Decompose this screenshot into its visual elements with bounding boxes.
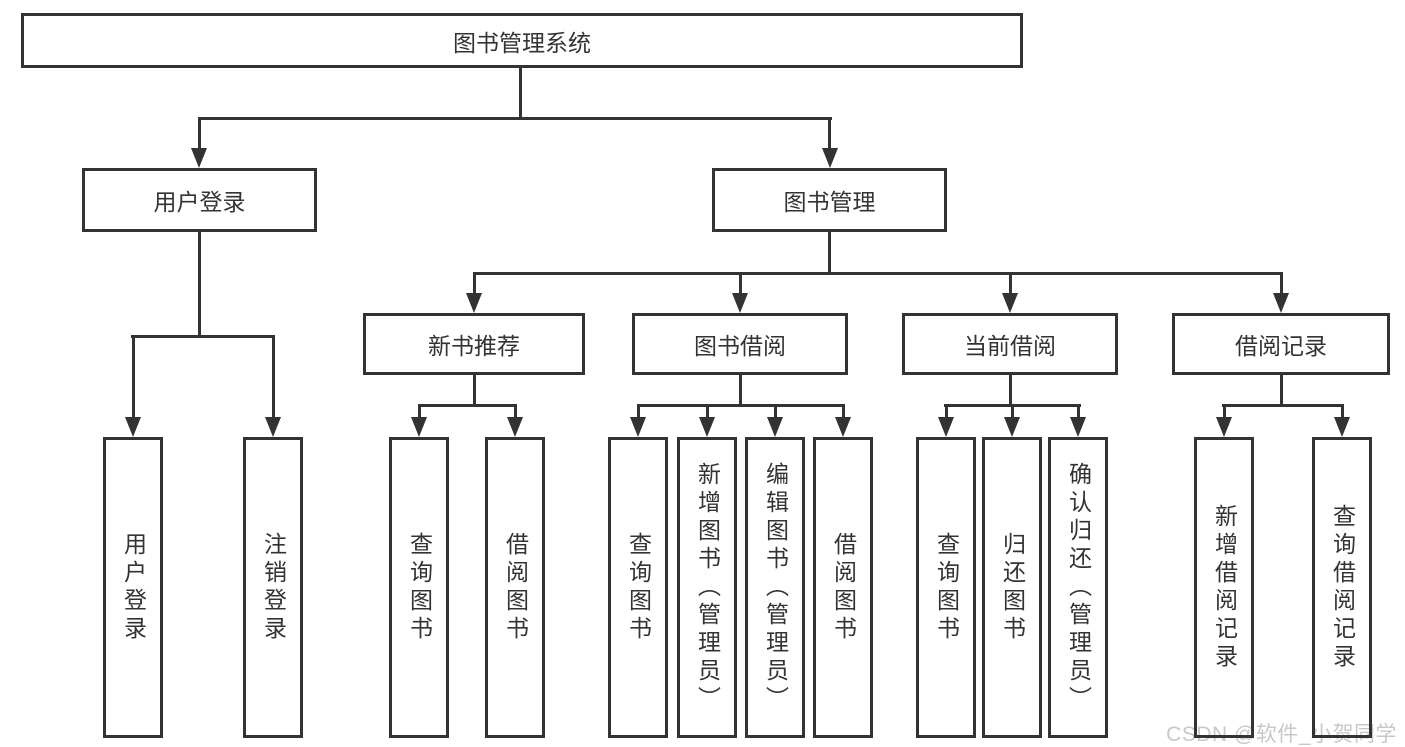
arrowhead: [699, 417, 715, 437]
connector-line: [637, 404, 845, 407]
leaf-add-books-admin: 新增图书（管理员）: [677, 437, 737, 738]
arrowhead: [835, 417, 851, 437]
connector-line: [131, 335, 275, 338]
node-new-book-recommendation: 新书推荐: [363, 313, 585, 375]
arrowhead: [1070, 417, 1086, 437]
leaf-borrow-books-recommend: 借阅图书: [485, 437, 545, 738]
node-label: 查询图书: [406, 531, 433, 644]
connector-line: [706, 404, 709, 419]
connector-line: [418, 404, 517, 407]
node-label: 编辑图书（管理员）: [762, 461, 789, 714]
connector-line: [473, 375, 476, 407]
arrowhead: [1273, 293, 1289, 313]
arrowhead: [507, 417, 523, 437]
connector-line: [1222, 404, 1344, 407]
node-label: 注销登录: [260, 531, 287, 644]
connector-line: [828, 117, 831, 150]
node-borrowing-records: 借阅记录: [1172, 313, 1390, 375]
node-label: 借阅图书: [502, 531, 529, 644]
connector-line: [473, 272, 476, 296]
arrowhead: [191, 148, 207, 168]
arrowhead: [938, 417, 954, 437]
arrowhead: [630, 417, 646, 437]
arrowhead: [767, 417, 783, 437]
arrowhead: [732, 293, 748, 313]
connector-line: [272, 335, 275, 419]
leaf-add-borrow-record: 新增借阅记录: [1194, 437, 1254, 738]
arrowhead: [1002, 293, 1018, 313]
node-label: 当前借阅: [964, 333, 1056, 359]
connector-line: [1011, 404, 1014, 419]
connector-line: [1341, 404, 1344, 419]
arrowhead: [1334, 417, 1350, 437]
connector-line: [132, 335, 135, 419]
leaf-edit-books-admin: 编辑图书（管理员）: [745, 437, 805, 738]
node-label: 新增借阅记录: [1211, 503, 1238, 672]
node-label: 确认归还（管理员）: [1065, 461, 1092, 714]
connector-line: [637, 404, 640, 419]
leaf-user-login: 用户登录: [103, 437, 163, 738]
leaf-logout: 注销登录: [243, 437, 303, 738]
node-book-borrowing: 图书借阅: [632, 313, 848, 375]
leaf-query-borrow-record: 查询借阅记录: [1312, 437, 1372, 738]
connector-line: [473, 272, 1282, 275]
connector-line: [1223, 404, 1226, 419]
connector-line: [1280, 272, 1283, 296]
csdn-watermark: CSDN @软件_小贺同学: [1166, 723, 1397, 746]
arrowhead: [1004, 417, 1020, 437]
node-label: 图书管理: [783, 189, 876, 215]
connector-line: [739, 375, 742, 407]
node-label: 查询借阅记录: [1329, 503, 1356, 672]
arrowhead: [125, 417, 141, 437]
connector-line: [418, 404, 421, 419]
connector-line: [774, 404, 777, 419]
connector-line: [1009, 272, 1012, 296]
connector-line: [519, 68, 522, 120]
node-label: 查询图书: [933, 531, 960, 644]
connector-line: [1077, 404, 1080, 419]
connector-line: [198, 117, 201, 150]
connector-line: [198, 232, 201, 338]
arrowhead: [265, 417, 281, 437]
node-library-management-system: 图书管理系统: [21, 13, 1023, 68]
arrowhead: [822, 148, 838, 168]
node-label: 图书管理系统: [453, 29, 591, 56]
arrowhead: [466, 293, 482, 313]
connector-line: [1280, 375, 1283, 407]
leaf-borrow-books: 借阅图书: [813, 437, 873, 738]
connector-line: [198, 117, 832, 120]
leaf-query-books-borrow: 查询图书: [608, 437, 668, 738]
node-label: 用户登录: [120, 531, 147, 644]
leaf-query-books-recommend: 查询图书: [389, 437, 449, 738]
node-book-management: 图书管理: [712, 168, 947, 232]
node-label: 归还图书: [999, 531, 1026, 644]
node-label: 借阅记录: [1235, 333, 1327, 359]
connector-line: [739, 272, 742, 296]
node-user-login: 用户登录: [82, 168, 317, 232]
leaf-confirm-return-admin: 确认归还（管理员）: [1048, 437, 1108, 738]
connector-line: [828, 232, 831, 275]
connector-line: [514, 404, 517, 419]
leaf-return-books: 归还图书: [982, 437, 1042, 738]
node-label: 借阅图书: [830, 531, 857, 644]
leaf-query-books-current: 查询图书: [916, 437, 976, 738]
node-label: 图书借阅: [694, 333, 786, 359]
arrowhead: [411, 417, 427, 437]
connector-line: [842, 404, 845, 419]
connector-line: [1009, 375, 1012, 407]
arrowhead: [1216, 417, 1232, 437]
node-current-borrowing: 当前借阅: [902, 313, 1118, 375]
connector-line: [945, 404, 948, 419]
node-label: 用户登录: [153, 189, 246, 215]
node-label: 新增图书（管理员）: [694, 461, 721, 714]
node-label: 查询图书: [625, 531, 652, 644]
node-label: 新书推荐: [428, 333, 520, 359]
